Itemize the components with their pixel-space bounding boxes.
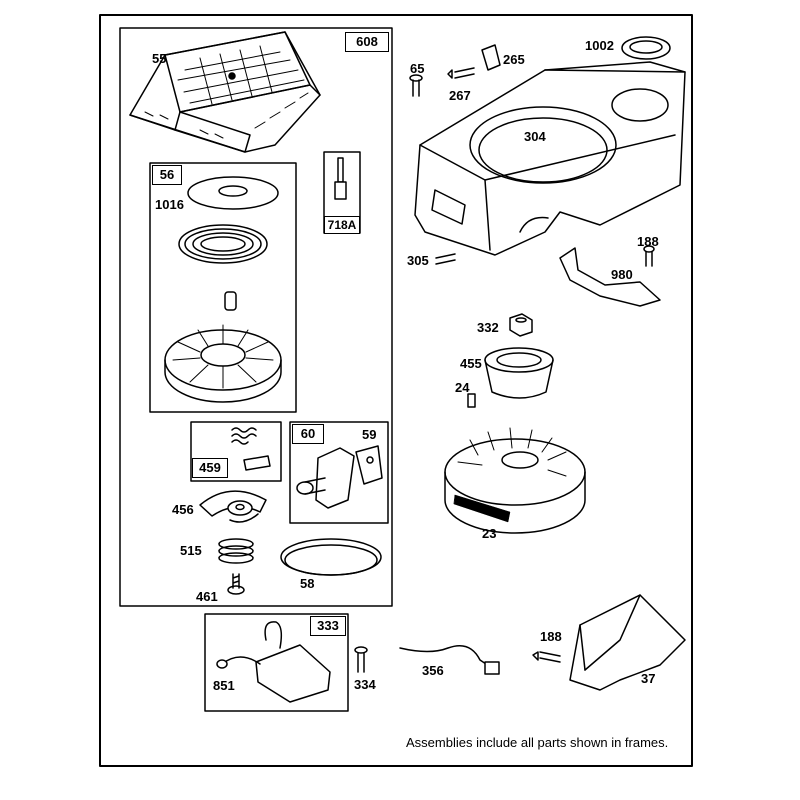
- brake-60-part: [296, 447, 355, 509]
- frame-label-608: 608: [345, 32, 389, 52]
- part-label-265: 265: [503, 52, 525, 67]
- ratchet-456-part: [199, 490, 267, 523]
- key-24-part: [467, 393, 476, 408]
- frame-label-333: 333: [310, 616, 346, 636]
- part-label-456: 456: [172, 502, 194, 517]
- bolt-188-lower-part: [532, 651, 561, 663]
- ground-wire-356-part: [399, 645, 500, 675]
- frame-label-718A: 718A: [324, 216, 360, 234]
- frame-label-60: 60: [292, 424, 324, 444]
- part-label-1002: 1002: [585, 38, 614, 53]
- part-label-515: 515: [180, 543, 202, 558]
- part-label-37: 37: [641, 671, 656, 686]
- recoil-spring-part: [178, 224, 268, 264]
- pin-part: [224, 291, 237, 311]
- part-label-1016: 1016: [155, 197, 184, 212]
- bolt-718A-part: [334, 157, 347, 200]
- part-label-59: 59: [362, 427, 377, 442]
- washer-1016-part: [187, 176, 279, 210]
- screw-65-part: [409, 74, 423, 97]
- part-label-334: 334: [354, 677, 376, 692]
- part-label-267: 267: [449, 88, 471, 103]
- part-label-304: 304: [524, 129, 546, 144]
- blower-housing-304-part: [414, 61, 686, 256]
- ignition-armature-333-part: [216, 621, 331, 703]
- frame-459-box: [190, 421, 282, 482]
- screw-461-part: [227, 573, 245, 595]
- part-label-461: 461: [196, 589, 218, 604]
- part-label-455: 455: [460, 356, 482, 371]
- bolt-267-part: [447, 67, 475, 79]
- part-label-65: 65: [410, 61, 425, 76]
- starter-pulley-part: [164, 324, 282, 403]
- frame-label-56: 56: [152, 165, 182, 185]
- frame-60-box: [289, 421, 389, 524]
- part-label-23: 23: [482, 526, 497, 541]
- part-label-851: 851: [213, 678, 235, 693]
- frame-label-459: 459: [192, 458, 228, 478]
- frame-608-box: [119, 27, 393, 607]
- part-label-58: 58: [300, 576, 315, 591]
- part-label-305: 305: [407, 253, 429, 268]
- part-label-356: 356: [422, 663, 444, 678]
- nut-332-part: [509, 313, 533, 337]
- bolt-305-part: [435, 253, 456, 265]
- spring-515-part: [218, 538, 254, 564]
- frame-333-box: [204, 613, 349, 712]
- starter-cup-455-part: [484, 347, 554, 399]
- starter-rope-58-part: [280, 538, 382, 576]
- part-label-188-lower: 188: [540, 629, 562, 644]
- bolt-188-upper-part: [643, 245, 655, 267]
- frame-56-box: [149, 162, 297, 413]
- footnote: Assemblies include all parts shown in fr…: [406, 735, 669, 750]
- clip-59-part: [355, 445, 383, 485]
- part-label-24: 24: [455, 380, 470, 395]
- clip-265-part: [481, 44, 501, 71]
- air-guide-37-part: [569, 594, 686, 691]
- spring-459-part: [231, 427, 271, 471]
- part-label-980: 980: [611, 267, 633, 282]
- part-label-188-upper: 188: [637, 234, 659, 249]
- part-label-55: 55: [152, 51, 167, 66]
- starter-housing-part: [129, 31, 321, 153]
- bolt-334-part: [354, 646, 368, 673]
- bracket-980-part: [559, 247, 661, 307]
- outer-border: [99, 14, 693, 767]
- flywheel-23-part: [444, 427, 586, 534]
- part-label-332: 332: [477, 320, 499, 335]
- grommet-1002-part: [621, 36, 671, 60]
